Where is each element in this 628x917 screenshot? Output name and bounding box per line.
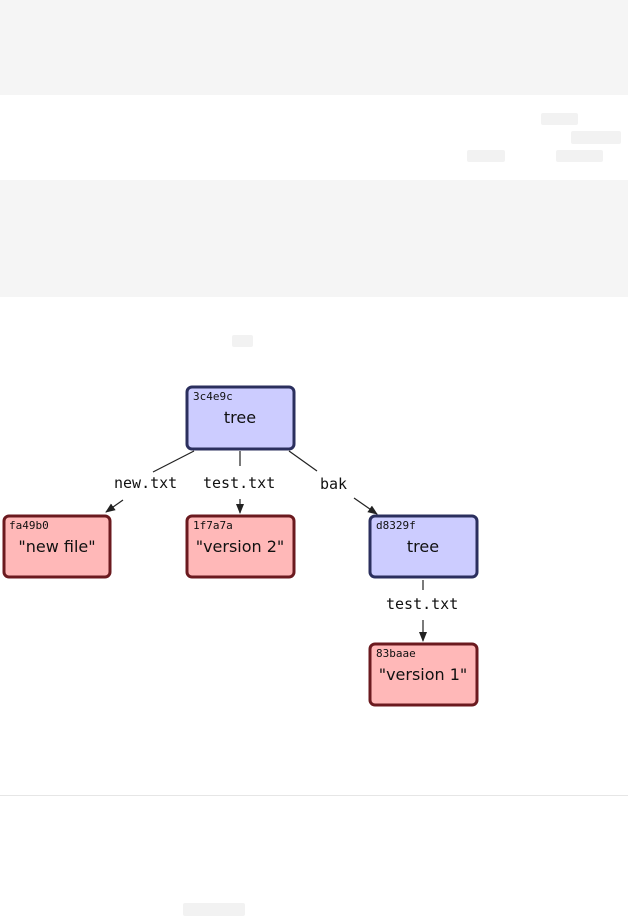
tree-node-bak: d8329f tree — [368, 514, 479, 579]
blob-node-new-file: fa49b0 "new file" — [2, 514, 112, 579]
blob-node-version-1-box — [368, 642, 479, 707]
tree-node-root-box — [185, 385, 296, 451]
tree-node-bak-label: tree — [407, 537, 439, 556]
blob-node-version-1-label: "version 1" — [379, 665, 468, 684]
blob-node-version-2-sha: 1f7a7a — [193, 519, 233, 532]
blob-node-new-file-label: "new file" — [18, 537, 95, 556]
placeholder-chip — [556, 150, 603, 162]
tree-node-bak-box — [368, 514, 479, 579]
blob-node-version-1: 83baae "version 1" — [368, 642, 479, 707]
edge-label-bak: bak — [320, 475, 347, 493]
blob-node-version-2-label: "version 2" — [196, 537, 285, 556]
blob-node-version-2: 1f7a7a "version 2" — [185, 514, 296, 579]
git-tree-diagram: new.txt test.txt bak test.txt 3c4e9c tre… — [0, 380, 628, 720]
placeholder-chip — [467, 150, 505, 162]
section-divider — [0, 795, 628, 796]
blob-node-version-2-box — [185, 514, 296, 579]
middle-band — [0, 180, 628, 297]
tree-node-bak-sha: d8329f — [376, 519, 416, 532]
edge-label-test-txt: test.txt — [203, 474, 275, 492]
edge-label-new-txt: new.txt — [114, 474, 177, 492]
top-band — [0, 0, 628, 95]
placeholder-chip — [232, 335, 253, 347]
diagram-svg: new.txt test.txt bak test.txt 3c4e9c tre… — [2, 385, 479, 707]
placeholder-chip — [183, 903, 245, 916]
placeholder-chip — [571, 131, 621, 144]
blob-node-new-file-sha: fa49b0 — [9, 519, 49, 532]
edge-bak-to-tree — [353, 497, 378, 515]
tree-node-root-sha: 3c4e9c — [193, 390, 233, 403]
tree-node-root: 3c4e9c tree — [185, 385, 296, 451]
tree-node-root-label: tree — [224, 408, 256, 427]
edge-label-bak-test-txt: test.txt — [386, 595, 458, 613]
blob-node-new-file-box — [2, 514, 112, 579]
blob-node-version-1-sha: 83baae — [376, 647, 416, 660]
edge-root-to-newtxt-label — [152, 450, 195, 473]
edge-newtxt-to-blob — [105, 499, 124, 513]
placeholder-chip — [541, 113, 578, 125]
edge-root-to-bak-label — [288, 450, 318, 472]
